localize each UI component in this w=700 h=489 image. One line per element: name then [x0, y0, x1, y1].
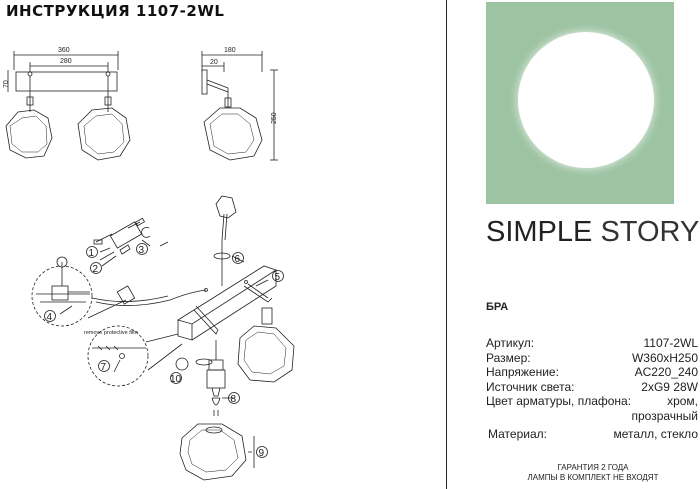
- spec-row-light-source: Источник света: 2xG9 28W: [486, 380, 698, 395]
- remove-film-note: remove protective film: [84, 330, 138, 336]
- spec-row-color: Цвет арматуры, плафона: хром,: [486, 394, 698, 409]
- dim-side-height: 250: [271, 112, 278, 124]
- dim-side-offset: 20: [210, 59, 218, 66]
- installation-drawing: 360 280 70 180 20 250 1 2 3 4 5 6 7 8 9 …: [3, 47, 295, 481]
- spec-row-size: Размер: W360xH250: [486, 351, 698, 366]
- spec-row-material: Материал: металл, стекло: [486, 427, 698, 442]
- spec-value: металл, стекло: [613, 427, 698, 441]
- spec-row-voltage: Напряжение: AC220_240: [486, 365, 698, 380]
- warranty-text: ГАРАНТИЯ 2 ГОДА: [557, 463, 629, 472]
- step-10: 10: [170, 374, 182, 385]
- spec-row-article: Артикул: 1107-2WL: [486, 336, 698, 351]
- step-1: 1: [89, 248, 95, 259]
- step-3: 3: [139, 245, 145, 256]
- brand-disc: [518, 32, 654, 168]
- product-type: БРА: [486, 301, 509, 313]
- brand-name: SIMPLE STORY: [486, 216, 699, 249]
- step-6: 6: [235, 254, 241, 265]
- spec-value: 2xG9 28W: [641, 379, 698, 394]
- lamps-not-included-text: ЛАМПЫ В КОМПЛЕКТ НЕ ВХОДЯТ: [527, 473, 659, 482]
- dim-front-spacing: 280: [60, 58, 72, 65]
- footer-note: ГАРАНТИЯ 2 ГОДА ЛАМПЫ В КОМПЛЕКТ НЕ ВХОД…: [500, 463, 686, 483]
- step-4: 4: [47, 312, 53, 323]
- dim-side-depth: 180: [224, 47, 236, 54]
- page-title: ИНСТРУКЦИЯ 1107-2WL: [6, 2, 225, 20]
- spec-label: Артикул:: [486, 336, 535, 350]
- spec-value: 1107-2WL: [643, 336, 698, 350]
- spec-value: AC220_240: [634, 365, 698, 379]
- spec-label: Напряжение:: [486, 365, 559, 379]
- step-8: 8: [231, 394, 237, 405]
- step-9: 9: [259, 448, 265, 459]
- spec-value: W360xH250: [631, 350, 698, 365]
- spec-table: Артикул: 1107-2WL Размер: W360xH250 Напр…: [486, 336, 698, 442]
- spec-label: Материал:: [488, 427, 547, 441]
- spec-label: Источник света:: [486, 379, 575, 394]
- brand-logo: [486, 2, 674, 204]
- spec-value: хром,: [667, 394, 698, 408]
- dim-front-width: 360: [58, 47, 70, 54]
- dim-front-height: 70: [3, 80, 10, 88]
- step-7: 7: [101, 362, 107, 373]
- spec-label: Цвет арматуры, плафона:: [486, 394, 632, 408]
- spec-label: Размер:: [486, 350, 531, 365]
- step-2: 2: [93, 264, 99, 275]
- step-5: 5: [275, 272, 281, 283]
- spec-value-continued: прозрачный: [631, 408, 698, 423]
- brand-word-1: SIMPLE: [486, 216, 593, 248]
- brand-word-2: STORY: [600, 216, 700, 248]
- vertical-divider: [446, 0, 447, 489]
